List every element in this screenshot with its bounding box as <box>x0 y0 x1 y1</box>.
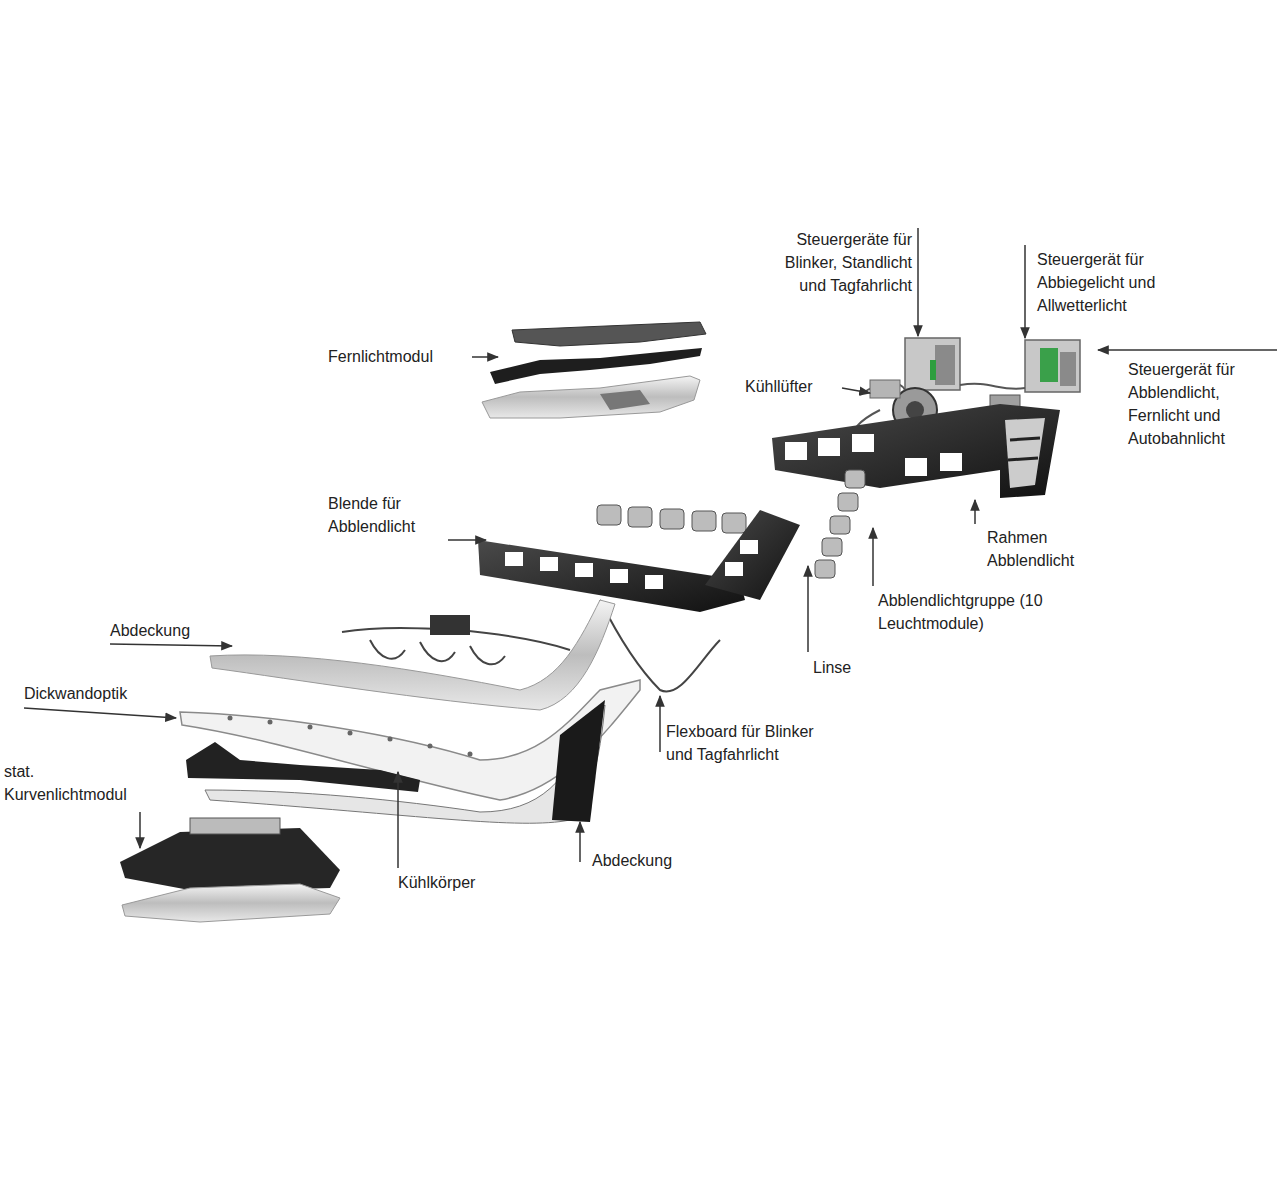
high-beam-module <box>482 322 706 418</box>
part-label: Blende für Abblendlicht <box>328 492 450 538</box>
part-label: Kühllüfter <box>745 375 813 398</box>
part-label: Abdeckung <box>110 619 190 642</box>
low-beam-frame <box>772 404 1060 498</box>
part-label: Linse <box>813 656 851 679</box>
heat-sink-and-lower-cover <box>186 700 605 823</box>
leader-arrows <box>24 228 1277 868</box>
part-label: Abdeckung <box>592 849 672 872</box>
part-label: Steuergerät für Abblendlicht, Fernlicht … <box>1128 358 1268 450</box>
part-label: stat. Kurvenlichtmodul <box>4 760 146 806</box>
cover <box>210 600 615 710</box>
low-beam-bezel <box>478 510 800 612</box>
part-label: Rahmen Abblendlicht <box>987 526 1099 572</box>
part-label: Steuergeräte für Blinker, Standlicht und… <box>760 228 912 297</box>
part-label: Kühlkörper <box>398 871 475 894</box>
part-label: Steuergerät für Abbiegelicht und Allwett… <box>1037 248 1199 317</box>
part-label: Dickwandoptik <box>24 682 127 705</box>
cornering-light-module <box>120 818 340 922</box>
part-label: Abblendlichtgruppe (10 Leuchtmodule) <box>878 589 1046 635</box>
part-label: Fernlichtmodul <box>328 345 433 368</box>
part-label: Flexboard für Blinker und Tagfahrlicht <box>666 720 844 766</box>
